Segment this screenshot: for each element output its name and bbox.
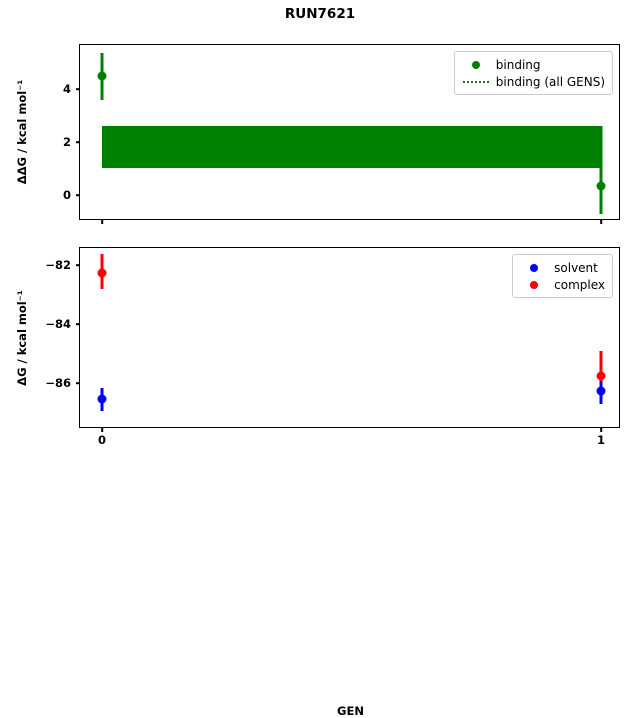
binding-all-gens-band xyxy=(102,126,601,168)
bottom-xtick-label-1: 1 xyxy=(596,433,606,447)
top-ytick-label-4: 4 xyxy=(62,82,71,96)
binding-marker-gen0 xyxy=(97,71,107,81)
binding-marker-gen1 xyxy=(596,181,606,191)
legend-label-binding: binding xyxy=(495,57,541,72)
solvent-marker-gen1 xyxy=(596,386,606,396)
binding-dot-icon xyxy=(461,60,491,69)
top-xtickmark-1 xyxy=(600,219,602,224)
top-plot-area xyxy=(80,45,619,219)
complex-marker-gen0 xyxy=(97,268,107,278)
x-axis-label: GEN xyxy=(337,704,364,718)
figure-canvas: RUN7621 ΔΔG / kcal mol⁻¹ 4 2 0 xyxy=(15,6,620,718)
complex-dot-icon xyxy=(519,280,549,289)
bottom-ytickmark-84 xyxy=(75,323,80,325)
binding-errorbar-gen1 xyxy=(599,126,603,214)
bottom-plot-area xyxy=(80,248,619,427)
legend-item-solvent[interactable]: solvent xyxy=(519,259,605,276)
bottom-xtickmark-1 xyxy=(600,427,602,432)
legend-item-binding-all-gens[interactable]: binding (all GENS) xyxy=(461,73,605,90)
bottom-panel-ylabel: ΔG / kcal mol⁻¹ xyxy=(15,289,29,386)
top-panel-legend[interactable]: binding binding (all GENS) xyxy=(453,51,613,95)
bottom-ytick-label-82: −82 xyxy=(45,258,71,272)
bottom-panel-axes: ΔG / kcal mol⁻¹ −82 −84 −86 0 1 xyxy=(15,247,620,718)
complex-marker-gen1 xyxy=(596,371,606,381)
bottom-xtickmark-0 xyxy=(101,427,103,432)
top-ytickmark-4 xyxy=(75,88,80,90)
bottom-ytickmark-82 xyxy=(75,264,80,266)
legend-label-complex: complex xyxy=(554,277,605,292)
top-ytick-label-0: 0 xyxy=(62,188,71,202)
figure-title: RUN7621 xyxy=(284,6,356,22)
top-panel-axes: ΔΔG / kcal mol⁻¹ 4 2 0 binding xyxy=(15,44,620,224)
dotted-line-icon xyxy=(461,80,491,83)
bottom-ytickmark-86 xyxy=(75,382,80,384)
top-ytickmark-0 xyxy=(75,194,80,196)
legend-item-binding[interactable]: binding xyxy=(461,56,605,73)
solvent-marker-gen0 xyxy=(97,394,107,404)
bottom-ytick-label-86: −86 xyxy=(45,376,71,390)
legend-label-binding-all-gens: binding (all GENS) xyxy=(495,74,605,89)
legend-label-solvent: solvent xyxy=(554,260,598,275)
bottom-ytick-label-84: −84 xyxy=(45,317,71,331)
bottom-panel-legend[interactable]: solvent complex xyxy=(512,254,613,298)
legend-item-complex[interactable]: complex xyxy=(519,276,605,293)
top-xtickmark-0 xyxy=(101,219,103,224)
top-ytick-label-2: 2 xyxy=(62,135,71,149)
bottom-xtick-label-0: 0 xyxy=(97,433,107,447)
top-ytickmark-2 xyxy=(75,141,80,143)
solvent-dot-icon xyxy=(519,263,549,272)
